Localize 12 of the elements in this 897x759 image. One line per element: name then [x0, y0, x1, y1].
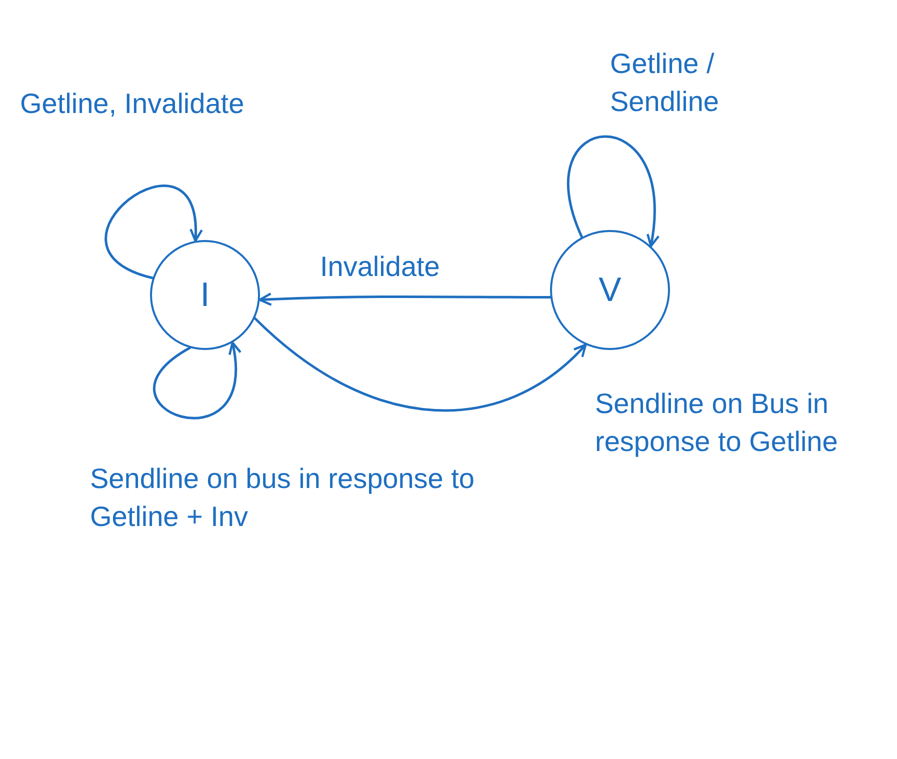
edge-label: Sendline on bus in response to Getline + Inv [90, 462, 476, 534]
arrow [254, 316, 587, 412]
state-circle: V [550, 230, 670, 350]
edge-label: Getline / Sendline [610, 47, 720, 119]
arrow [258, 292, 552, 306]
state-circle: I [150, 240, 260, 350]
self-loop-arrow [566, 135, 659, 248]
edge-label: Invalidate [320, 250, 441, 284]
self-loop-arrow [153, 341, 240, 420]
self-loop-arrow [104, 184, 202, 280]
edge-label: Getline, Invalidate [20, 87, 246, 121]
edge-label: Sendline on Bus in response to Getline [595, 387, 839, 459]
